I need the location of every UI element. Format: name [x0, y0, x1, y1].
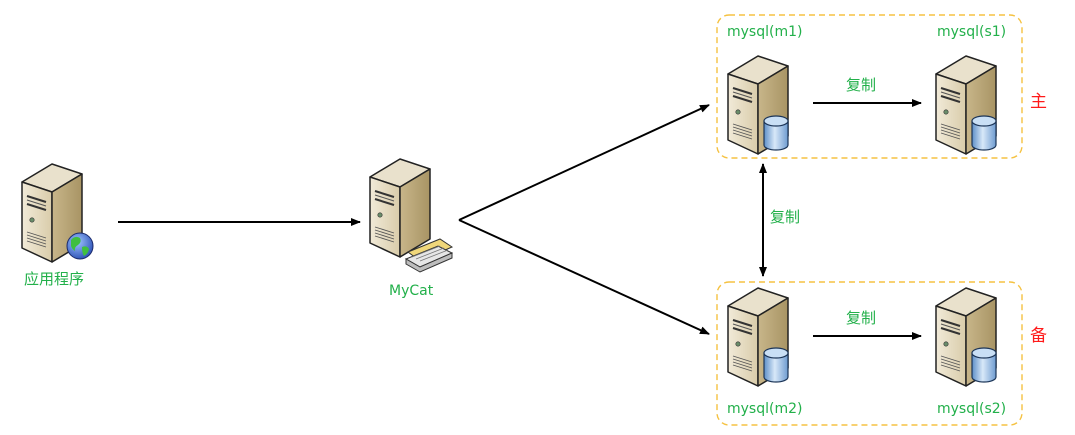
server-globe-icon [21, 163, 94, 263]
node-label-app: 应用程序 [24, 270, 85, 288]
node-label-m1: mysql(m1) [727, 24, 803, 40]
node-label-mycat: MyCat [389, 283, 434, 299]
node-label-m2: mysql(m2) [727, 401, 803, 417]
node-label-s1: mysql(s1) [937, 24, 1007, 40]
edge-label-m1-s1: 复制 [846, 76, 877, 94]
node-label-s2: mysql(s2) [937, 401, 1007, 417]
server-database-icon-m2 [727, 287, 789, 387]
group-box-primary [716, 14, 1023, 159]
group-label-standby: 备 [1030, 326, 1047, 346]
server-database-icon-m1 [727, 55, 789, 155]
edge-mycat-to-m1 [458, 104, 710, 221]
group-label-primary: 主 [1030, 92, 1047, 112]
server-router-icon [369, 158, 454, 273]
server-database-icon-s2 [935, 287, 997, 387]
server-database-icon-s1 [935, 55, 997, 155]
edge-mycat-to-m2 [458, 219, 710, 335]
edge-label-m1-m2: 复制 [770, 208, 801, 226]
group-box-standby [716, 281, 1023, 426]
edge-label-m2-s2: 复制 [846, 309, 877, 327]
